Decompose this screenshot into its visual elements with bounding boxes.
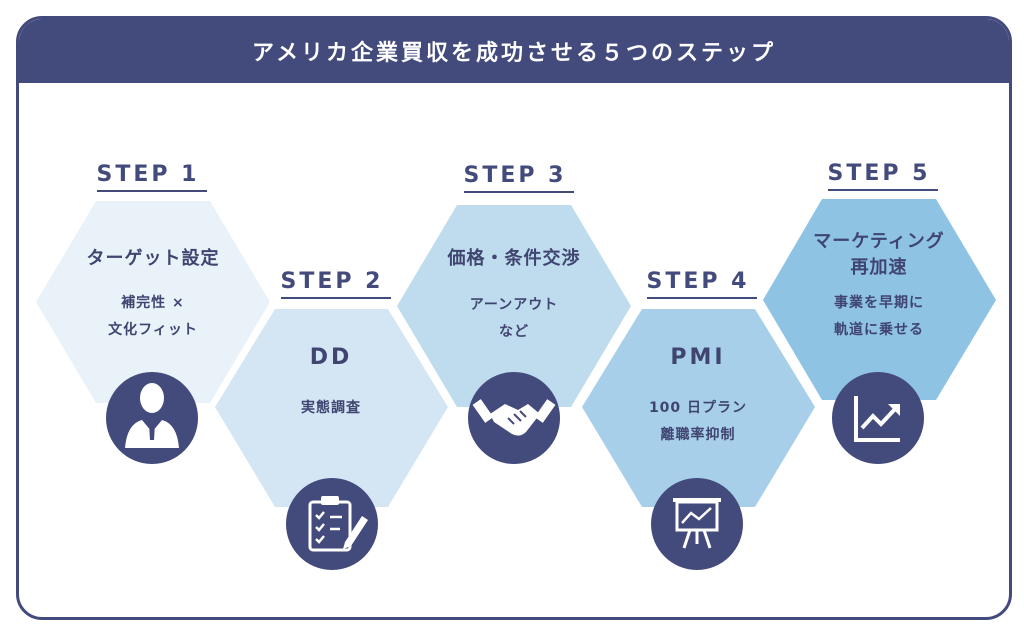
step-5-desc-line-1: 事業を早期に (834, 295, 924, 311)
hexagon-step-3 (397, 205, 631, 407)
step-2-underline (281, 297, 391, 299)
step-3-desc-line-1: アーンアウト (469, 297, 559, 313)
handshake-icon (468, 372, 560, 464)
header-title: アメリカ企業買収を成功させる５つのステップ (19, 19, 1009, 83)
hexagon-step-1 (36, 201, 270, 403)
step-3-underline (464, 191, 574, 193)
step-1-desc-line-2: 文化フィット (108, 322, 198, 338)
step-5-desc-line-2: 軌道に乗せる (834, 322, 924, 338)
step-5-title-line-2: 再加速 (850, 257, 908, 278)
step-5-title-line-1: マーケティング (813, 231, 945, 252)
step-5-label: STEP 5 (827, 161, 931, 186)
step-4-underline (647, 297, 757, 299)
hexagon-step-4 (582, 309, 815, 507)
presentation-board-icon (651, 478, 743, 570)
step-4-desc-line-2: 離職率抑制 (660, 427, 736, 443)
step-1-label: STEP 1 (96, 162, 200, 187)
step-4-title: PMI (670, 345, 726, 370)
hexagon-step-2 (215, 309, 448, 507)
hexagon-step-5 (763, 199, 996, 400)
step-5-underline (828, 189, 938, 191)
growth-chart-icon (832, 372, 924, 464)
step-3-label: STEP 3 (463, 163, 567, 188)
step-4-label: STEP 4 (646, 269, 750, 294)
step-2-desc-line-1: 実態調査 (301, 400, 361, 416)
step-1-desc-line-1: 補完性 × (121, 295, 185, 311)
clipboard-checklist-icon (286, 478, 378, 570)
step-3-title: 価格・条件交渉 (447, 248, 581, 269)
step-1-title: ターゲット設定 (86, 248, 220, 269)
step-1-underline (97, 190, 207, 192)
businessman-icon (106, 372, 198, 464)
step-2-title: DD (309, 345, 353, 370)
step-2-label: STEP 2 (280, 269, 384, 294)
step-4-desc-line-1: 100 日プラン (648, 400, 748, 416)
step-3-desc-line-2: など (499, 324, 529, 340)
